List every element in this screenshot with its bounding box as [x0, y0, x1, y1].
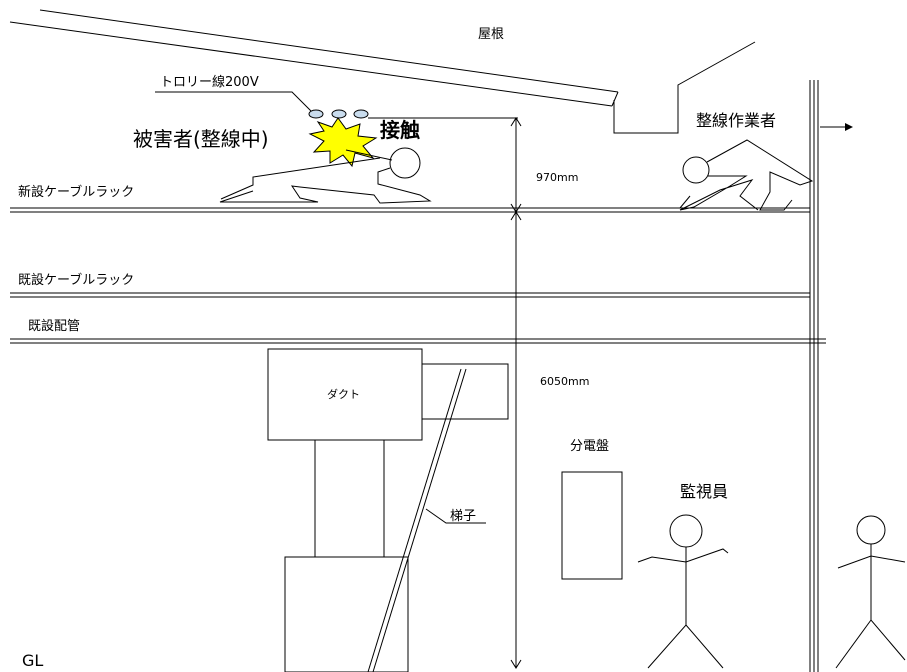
supervisor-figure: 監視員 — [637, 482, 729, 669]
distribution-board: 分電盤 — [561, 439, 623, 580]
dimension-arrow-down-icon — [510, 659, 522, 669]
contact-flash-icon — [308, 117, 378, 168]
supervisor-head — [856, 515, 886, 545]
duct-base — [284, 556, 409, 672]
duct-column — [314, 439, 385, 558]
supervisor-figure — [835, 515, 906, 669]
supervisor-arms — [837, 555, 906, 569]
trolley-wire-label: トロリー線200V — [160, 74, 259, 90]
roof-gutter — [613, 41, 756, 134]
roof-label: 屋根 — [478, 27, 504, 42]
wiring-worker-body-lower — [679, 175, 759, 211]
roof-end — [611, 91, 619, 107]
ladder-label: 梯子 — [450, 509, 476, 524]
roof: 屋根 — [9, 9, 756, 134]
dimension-upper-label: 970mm — [536, 171, 578, 184]
ladder-rail — [367, 368, 462, 672]
arrow-right-icon — [845, 123, 853, 131]
existing-piping: 既設配管 — [10, 318, 826, 344]
supervisor-legs — [835, 619, 906, 669]
victim-label: 被害者(整線中) — [133, 127, 269, 151]
supervisor-label: 監視員 — [680, 482, 728, 501]
victim-body-upper — [220, 157, 381, 200]
ladder-leader — [425, 508, 486, 524]
trolley-wire-conductor — [353, 109, 369, 119]
dimension-arrow-up-icon — [510, 211, 522, 221]
wall — [809, 80, 853, 672]
trolley-wire-conductor — [308, 109, 324, 119]
distribution-board-box — [561, 471, 623, 580]
duct: ダクト — [267, 348, 509, 672]
existing-cable-rack-label: 既設ケーブルラック — [18, 272, 134, 288]
contact-label: 接触 — [380, 118, 420, 142]
wiring-worker-body-upper — [706, 139, 814, 211]
victim-body-lower — [219, 167, 432, 204]
wiring-worker-head — [682, 156, 710, 184]
supervisor-arms — [637, 548, 729, 563]
roof-line-upper — [39, 9, 619, 93]
existing-cable-rack: 既設ケーブルラック — [10, 272, 810, 298]
victim-figure: 被害者(整線中) 接触 — [133, 117, 432, 204]
trolley-wire-conductor — [331, 109, 347, 119]
victim-arm — [345, 149, 393, 161]
victim-head — [389, 147, 421, 179]
trolley-wire: トロリー線200V — [155, 74, 518, 119]
ladder-rail — [372, 368, 467, 672]
distribution-board-label: 分電盤 — [570, 439, 609, 454]
new-cable-rack-label: 新設ケーブルラック — [18, 184, 134, 200]
supervisor-legs — [647, 624, 724, 669]
dimension-lower: 6050mm — [510, 211, 589, 669]
dimension-lower-label: 6050mm — [540, 375, 589, 388]
wiring-worker-label: 整線作業者 — [696, 111, 776, 130]
wiring-worker-figure: 整線作業者 — [679, 111, 814, 211]
ground-level-label: GL — [22, 651, 43, 670]
existing-piping-label: 既設配管 — [28, 318, 80, 334]
trolley-wire-leader — [155, 91, 313, 113]
duct-label: ダクト — [327, 387, 360, 401]
new-cable-rack: 新設ケーブルラック — [10, 184, 810, 213]
dimension-arrow-up-icon — [510, 117, 522, 127]
roof-line-lower — [9, 21, 613, 107]
dimension-upper: 970mm — [510, 117, 578, 213]
supervisor-head — [669, 514, 703, 548]
ladder: 梯子 — [367, 368, 486, 672]
wiring-worker-knee — [679, 195, 691, 209]
